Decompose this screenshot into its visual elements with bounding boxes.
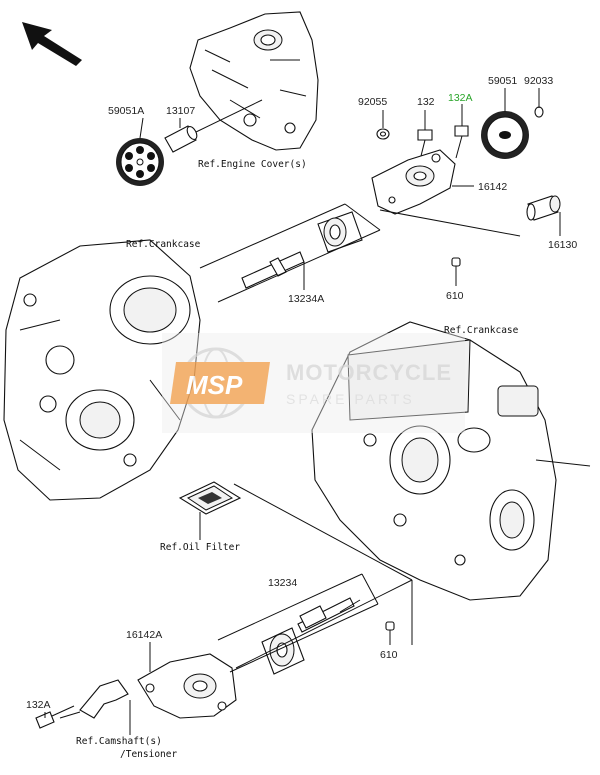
- label-132: 132: [417, 96, 435, 108]
- gear-59051A-drawing: [116, 138, 164, 186]
- dowel-610-bottom-drawing: [385, 621, 395, 631]
- camshaft-bracket-drawing: [79, 679, 129, 719]
- leader-lines: [44, 88, 561, 735]
- ref-crankcase-right: Ref.Crankcase: [444, 325, 519, 336]
- label-13234A: 13234A: [288, 293, 324, 305]
- oil-filter-drawing: [178, 481, 242, 515]
- label-16142: 16142: [478, 181, 507, 193]
- washer-92055-drawing: [376, 128, 390, 140]
- right-crankcase-drawing: [311, 321, 591, 601]
- label-16142A: 16142A: [126, 629, 162, 641]
- ref-camshaft: Ref.Camshaft(s): [76, 736, 162, 747]
- watermark-logo: MSP: [186, 370, 243, 400]
- label-59051A: 59051A: [108, 105, 144, 117]
- label-132A-top: 132A: [448, 92, 473, 104]
- ref-tensioner: /Tensioner: [120, 749, 177, 760]
- ref-oil-filter: Ref.Oil Filter: [160, 542, 240, 553]
- dowel-610-top-drawing: [451, 257, 461, 267]
- label-92033: 92033: [524, 75, 553, 87]
- pin-13107-drawing: [164, 99, 263, 153]
- label-13234: 13234: [268, 577, 297, 589]
- left-crankcase-drawing: [3, 239, 201, 501]
- label-16130: 16130: [548, 239, 577, 251]
- fitting-16130-drawing: [526, 195, 561, 221]
- engine-cover-drawing: [189, 11, 319, 151]
- pump-body-16142A-drawing: [137, 653, 237, 719]
- bolt-132A-top-drawing: [454, 125, 469, 159]
- label-13107: 13107: [166, 105, 195, 117]
- label-92055: 92055: [358, 96, 387, 108]
- watermark: MSP MOTORCYCLE SPARE PARTS: [162, 333, 465, 433]
- gear-59051-drawing: [481, 111, 529, 159]
- label-610-bottom: 610: [380, 649, 398, 661]
- shaft-13234A-drawing: [241, 211, 363, 289]
- watermark-brand: MOTORCYCLE: [286, 360, 452, 385]
- label-59051: 59051: [488, 75, 517, 87]
- ref-engine-cover: Ref.Engine Cover(s): [198, 159, 307, 170]
- clip-92033-drawing: [534, 106, 544, 118]
- label-610-top: 610: [446, 290, 464, 302]
- pump-body-16142-drawing: [371, 149, 456, 215]
- watermark-sub: SPARE PARTS: [286, 391, 415, 407]
- ref-crankcase-left: Ref.Crankcase: [126, 239, 201, 250]
- label-132A-bottom: 132A: [26, 699, 51, 711]
- front-direction-arrow-icon: [22, 22, 82, 66]
